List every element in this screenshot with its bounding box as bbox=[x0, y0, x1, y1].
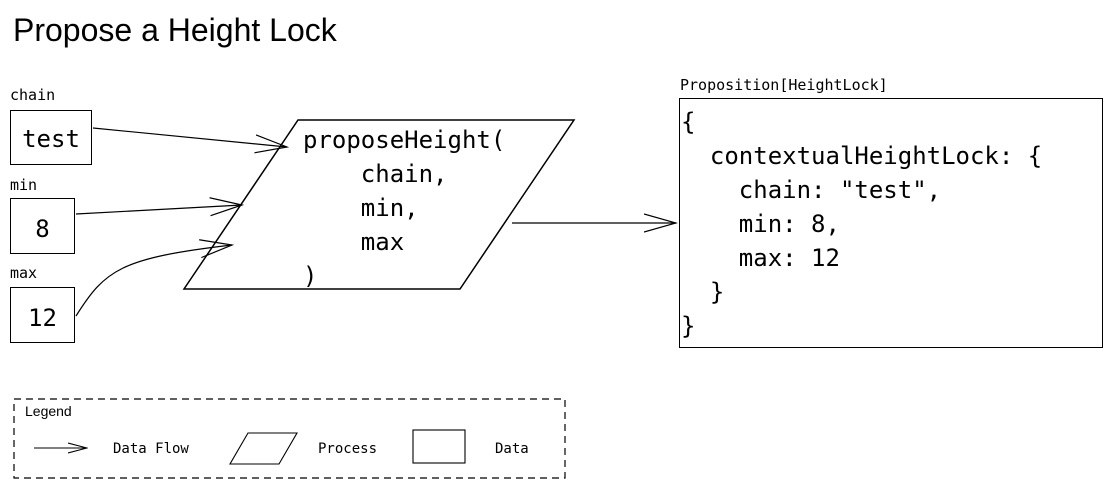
arrow-max-to-process bbox=[75, 245, 232, 317]
input-label-chain: chain bbox=[10, 86, 56, 104]
legend-data-icon bbox=[412, 429, 466, 464]
input-value-max: 12 bbox=[28, 304, 57, 332]
input-label-min: min bbox=[10, 176, 38, 194]
diagram-title: Propose a Height Lock bbox=[13, 12, 337, 48]
output-line: contextualHeightLock: { bbox=[681, 142, 1043, 170]
output-line: } bbox=[681, 278, 725, 306]
legend-data-label: Data bbox=[495, 441, 529, 457]
output-line: } bbox=[681, 312, 696, 340]
output-line: chain: "test", bbox=[681, 176, 942, 204]
legend-title: Legend bbox=[25, 403, 72, 419]
legend-frame bbox=[13, 398, 566, 479]
input-box-max: 12 bbox=[10, 287, 75, 343]
process-shape bbox=[182, 119, 576, 290]
process-line: min, bbox=[303, 194, 419, 222]
legend-process-label: Process bbox=[318, 441, 378, 457]
input-box-min: 8 bbox=[10, 198, 75, 254]
legend-data-flow-label: Data Flow bbox=[113, 441, 189, 457]
output-box bbox=[679, 98, 1103, 348]
output-label: Proposition[HeightLock] bbox=[680, 76, 888, 94]
process-line: chain, bbox=[303, 160, 448, 188]
arrow-min-to-process bbox=[75, 205, 242, 214]
output-line: max: 12 bbox=[681, 244, 840, 272]
input-label-max: max bbox=[10, 264, 38, 282]
output-line: min: 8, bbox=[681, 210, 840, 238]
process-line: proposeHeight( bbox=[303, 126, 506, 154]
process-line: max bbox=[303, 228, 405, 256]
output-line: { bbox=[681, 108, 696, 136]
process-line: ) bbox=[303, 262, 318, 290]
input-box-chain: test bbox=[10, 110, 92, 165]
input-value-min: 8 bbox=[35, 215, 50, 243]
legend-process-icon bbox=[229, 432, 298, 465]
arrow-chain-to-process bbox=[92, 127, 287, 147]
input-value-chain: test bbox=[22, 125, 80, 153]
